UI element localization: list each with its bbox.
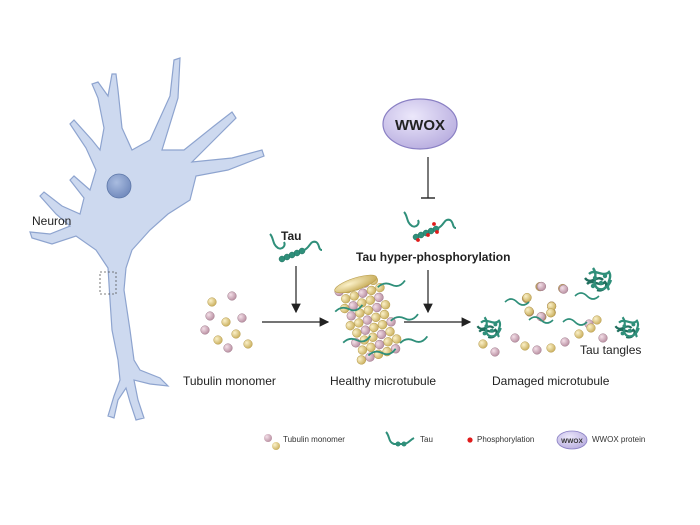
wwox-protein: WWOX: [382, 98, 458, 150]
tau-protein-icon: [269, 233, 323, 263]
neuron-illustration: [29, 57, 265, 421]
pathway-arrows: [262, 266, 472, 327]
axon-zoom-box: [99, 271, 117, 295]
tau-label: Tau: [281, 229, 302, 243]
healthy-microtubule-label: Healthy microtubule: [330, 374, 437, 388]
inhibition-arrow: [421, 157, 435, 199]
damaged-microtubule-label: Damaged microtubule: [492, 374, 610, 388]
legend-tubulin-pink-icon: [264, 434, 272, 442]
tubulin-monomer-label: Tubulin monomer: [183, 374, 276, 388]
legend-phosphorylation-icon: [467, 437, 473, 443]
tau-tangles-illustration: [476, 267, 640, 339]
legend-wwox-protein-label: WWOX protein: [592, 435, 646, 444]
healthy-microtubule-illustration: [334, 274, 429, 365]
legend-phosphorylation-label: Phosphorylation: [477, 435, 535, 444]
legend-wwox-icon-label: WWOX: [561, 438, 583, 445]
legend-tubulin-monomer-label: Tubulin monomer: [283, 435, 345, 444]
wwox-label: WWOX: [395, 117, 445, 134]
tau-hyperphosphorylation-label: Tau hyper-phosphorylation: [356, 250, 511, 264]
legend: WWOX: [264, 430, 588, 450]
neuron-body: [29, 57, 265, 421]
legend-tau-label: Tau: [420, 435, 433, 444]
neuron-label: Neuron: [32, 214, 72, 228]
phosphorylated-tau-icon: [403, 211, 457, 242]
legend-wwox-icon: [556, 430, 588, 450]
free-tubulin-monomers: [200, 291, 253, 353]
legend-tubulin-tan-icon: [272, 442, 280, 450]
legend-tau-icon: [385, 431, 415, 447]
neuron-nucleus: [106, 173, 132, 199]
tau-tangles-label: Tau tangles: [580, 343, 642, 357]
damaged-microtubule-illustration: [478, 281, 608, 357]
